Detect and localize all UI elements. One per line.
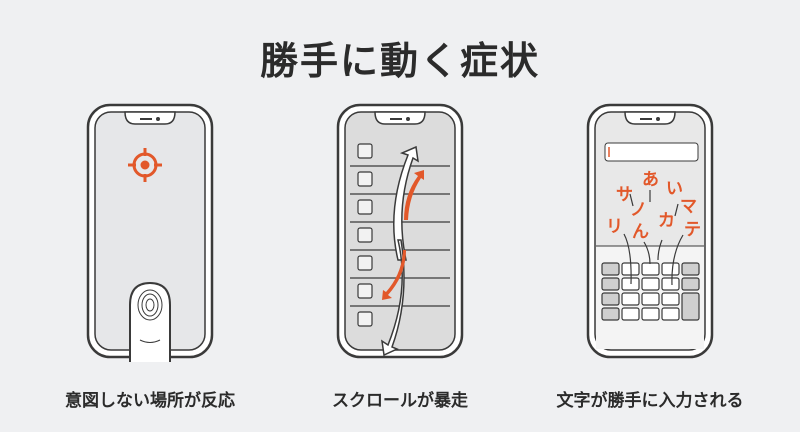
keyboard-key <box>621 277 640 291</box>
caption-ghost-typing: 文字が勝手に入力される <box>556 391 744 411</box>
keyboard-key <box>681 262 700 276</box>
scroll-up-arrow-icon <box>393 145 419 261</box>
caption-scroll-runaway: スクロールが暴走 <box>332 391 468 411</box>
flying-char: あ <box>642 170 659 190</box>
flying-char: ノ <box>630 200 647 220</box>
keyboard-key <box>621 292 640 306</box>
keyboard-key <box>641 307 660 321</box>
flying-char: リ <box>606 217 623 237</box>
flying-char: い <box>666 179 683 199</box>
keyboard-key <box>601 307 620 321</box>
keyboard-key <box>681 277 700 291</box>
keyboard-key <box>661 292 680 306</box>
flying-char: テ <box>684 220 701 240</box>
phone-scroll-runaway <box>330 100 470 362</box>
keyboard-key <box>601 292 620 306</box>
keyboard-key <box>601 262 620 276</box>
flying-char: マ <box>680 197 697 217</box>
caption-ghost-touch: 意図しない場所が反応 <box>65 391 235 411</box>
keyboard-key <box>641 277 660 291</box>
page-title: 勝手に動く症状 <box>259 39 540 83</box>
keyboard-key <box>681 292 700 321</box>
keyboard-key <box>661 277 680 291</box>
keyboard-key <box>641 262 660 276</box>
flying-char: サ <box>616 185 633 205</box>
keyboard-key <box>601 277 620 291</box>
flying-char: カ <box>658 211 675 231</box>
target-crosshair-icon <box>128 148 162 182</box>
keyboard <box>601 262 700 321</box>
finger-icon <box>129 281 171 362</box>
keyboard-key <box>621 307 640 321</box>
phone-ghost-typing: あい サノ マカ リん テ <box>580 100 720 362</box>
keyboard-key <box>661 262 680 276</box>
phone-ghost-touch <box>80 100 220 362</box>
flying-char: ん <box>632 222 649 242</box>
scroll-down-arrow-icon <box>381 239 405 357</box>
text-input-field <box>604 142 699 162</box>
keyboard-key <box>641 292 660 306</box>
keyboard-key <box>661 307 680 321</box>
